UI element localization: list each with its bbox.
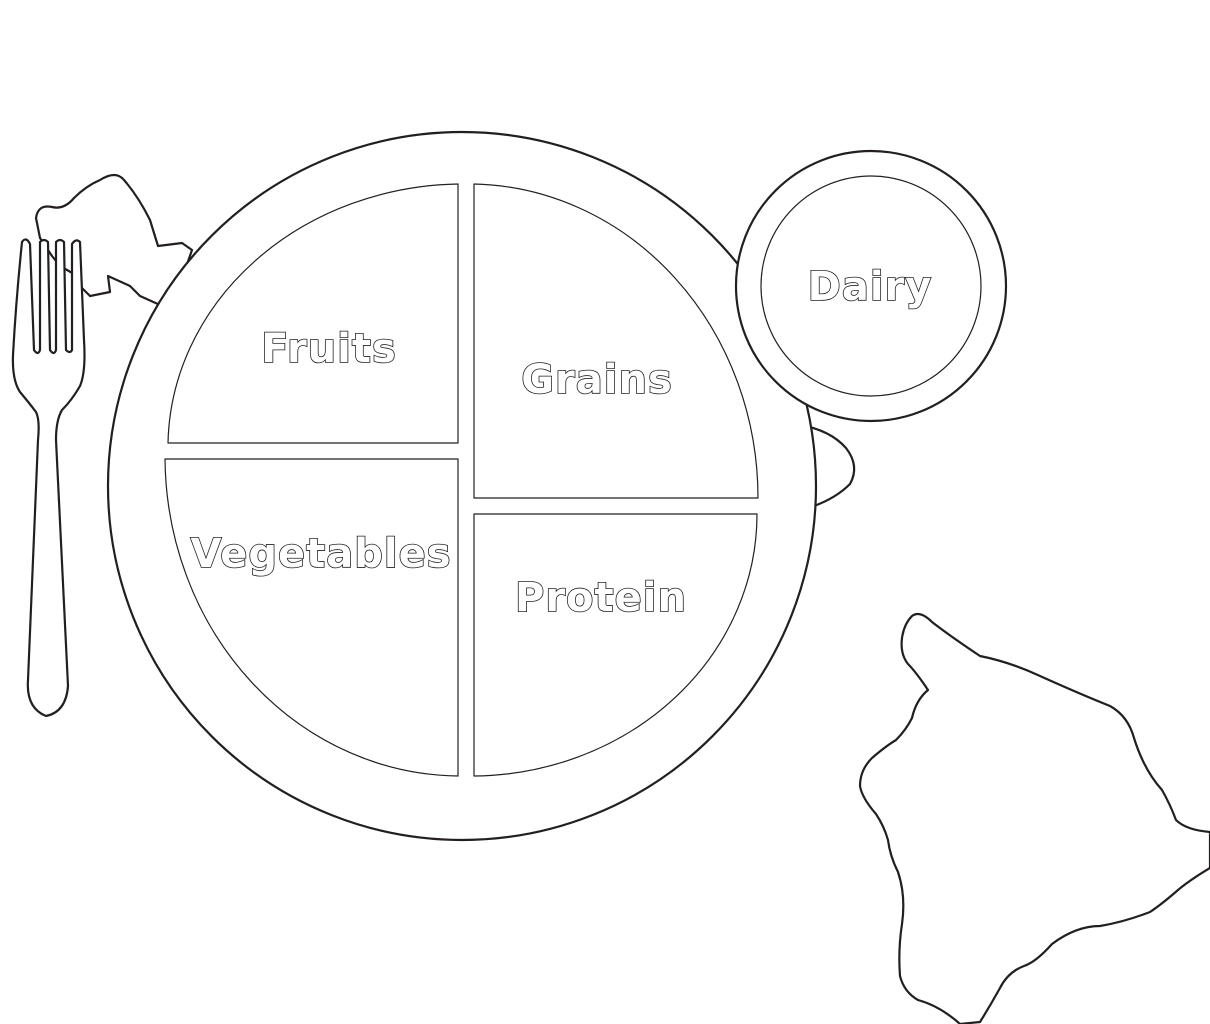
label-dairy: Dairy (808, 264, 933, 310)
fork-icon (11, 238, 86, 718)
vegetables-section (164, 458, 459, 777)
label-protein: Protein (515, 575, 687, 621)
protein-section (473, 513, 758, 777)
label-grains: Grains (521, 357, 673, 403)
dairy-cup-icon (734, 149, 1008, 423)
island-shape-icon (858, 612, 1210, 1024)
grains-section (473, 183, 759, 499)
label-fruits: Fruits (261, 326, 397, 372)
fruits-section (167, 183, 459, 444)
label-vegetables: Vegetables (190, 531, 451, 577)
